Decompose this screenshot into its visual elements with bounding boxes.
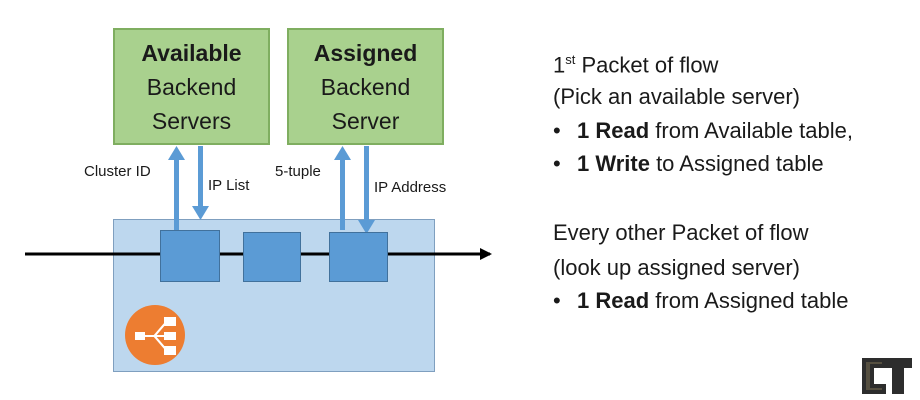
first-packet-number: 1 xyxy=(553,52,566,78)
ip-address-arrow xyxy=(358,146,375,234)
label-cluster-id: Cluster ID xyxy=(84,163,151,180)
first-packet-superscript: st xyxy=(565,52,576,67)
bullet-write-assigned: • 1 Write to Assigned table xyxy=(553,149,824,179)
ip-list-arrow xyxy=(192,146,209,220)
available-box-line2: Backend xyxy=(146,73,237,100)
assigned-box-line1: Assigned xyxy=(313,39,418,66)
bullet3-rest: from Assigned table xyxy=(649,288,849,313)
first-packet-text: Packet of flow xyxy=(575,52,719,78)
label-ip-address: IP Address xyxy=(374,179,447,196)
label-ip-list: IP List xyxy=(208,177,250,194)
cu-logo-icon xyxy=(858,354,914,398)
bullet1-rest: from Available table, xyxy=(649,118,853,143)
first-packet-heading: 1st Packet of flow xyxy=(553,45,718,80)
bullet-dot: • xyxy=(553,288,561,313)
available-box-line1: Available xyxy=(141,39,242,66)
assigned-box-line3: Server xyxy=(331,107,400,134)
bullet2-rest: to Assigned table xyxy=(649,151,824,176)
lookup-block-1 xyxy=(160,230,220,282)
bullet1-bold: 1 Read xyxy=(577,118,650,143)
bullet-read-available: • 1 Read from Available table, xyxy=(553,116,853,146)
lookup-block-2 xyxy=(243,232,301,282)
bullet3-bold: 1 Read xyxy=(577,288,650,313)
bullet-dot: • xyxy=(553,118,561,143)
bullet2-bold: 1 Write xyxy=(577,151,650,176)
bullet-read-assigned: • 1 Read from Assigned table xyxy=(553,286,849,316)
cluster-id-arrow xyxy=(168,146,185,230)
assigned-backend-server-box: Assigned Backend Server xyxy=(287,28,444,145)
look-up-text: (look up assigned server) xyxy=(553,255,801,280)
every-other-packet-text: Every other Packet of flow xyxy=(553,220,809,245)
pick-server-text: (Pick an available server) xyxy=(553,84,800,109)
available-box-line3: Servers xyxy=(151,107,232,134)
assigned-box-line2: Backend xyxy=(320,73,411,100)
label-five-tuple: 5-tuple xyxy=(275,163,321,180)
lookup-block-3 xyxy=(329,232,388,282)
five-tuple-arrow xyxy=(334,146,351,230)
load-balancer-icon xyxy=(118,304,196,366)
available-backend-servers-box: Available Backend Servers xyxy=(113,28,270,145)
bullet-dot: • xyxy=(553,151,561,176)
